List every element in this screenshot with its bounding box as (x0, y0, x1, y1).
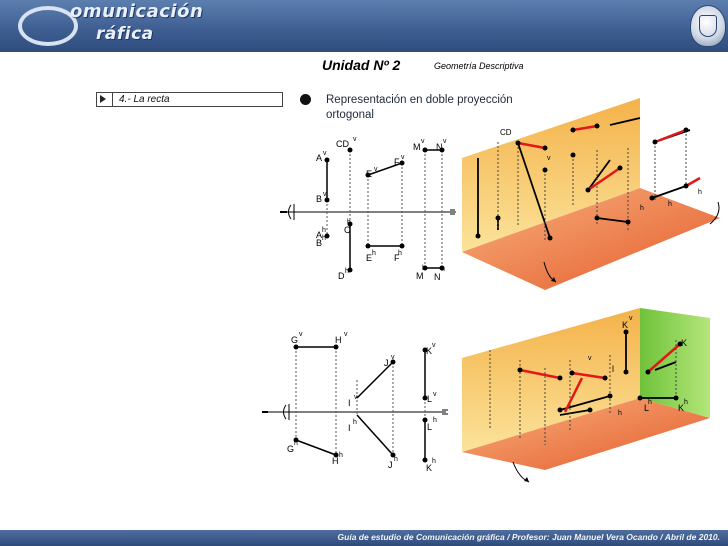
svg-text:v: v (299, 331, 303, 338)
svg-text:v: v (401, 154, 405, 161)
svg-text:F: F (394, 157, 400, 167)
svg-text:h: h (432, 458, 436, 465)
svg-text:v: v (421, 138, 425, 145)
diagram3-epure (262, 346, 448, 460)
svg-text:L: L (427, 394, 432, 404)
svg-text:L: L (644, 403, 649, 413)
svg-text:K: K (622, 320, 628, 330)
svg-text:h: h (698, 189, 702, 196)
svg-text:E: E (366, 253, 372, 263)
svg-text:CD: CD (336, 139, 349, 149)
svg-text:h: h (339, 452, 343, 459)
svg-text:v: v (443, 138, 447, 145)
page-title: Unidad Nº 2 (322, 57, 401, 73)
svg-text:M: M (413, 142, 421, 152)
topic-tab[interactable] (96, 92, 113, 107)
svg-text:h: h (294, 440, 298, 447)
svg-text:h: h (422, 265, 426, 272)
svg-text:K: K (678, 403, 684, 413)
svg-text:H: H (335, 335, 342, 345)
svg-text:K: K (426, 346, 432, 356)
topic-label: 4.- La recta (119, 94, 170, 105)
diagram1-epure (280, 149, 456, 270)
footer-credit: Guía de estudio de Comunicación gráfica … (337, 532, 720, 542)
svg-text:v: v (323, 150, 327, 157)
svg-text:G: G (291, 335, 298, 345)
svg-text:v: v (354, 394, 358, 401)
svg-text:v: v (432, 342, 436, 349)
svg-text:h: h (394, 456, 398, 463)
svg-text:h: h (353, 419, 357, 426)
svg-text:v: v (374, 166, 378, 173)
svg-text:h: h (648, 399, 652, 406)
logo-text-line1: omunicación (70, 1, 204, 22)
svg-text:h: h (433, 417, 437, 424)
svg-text:h: h (322, 235, 326, 242)
red-segments (517, 124, 701, 192)
diagram1-points (324, 147, 445, 273)
svg-text:N: N (434, 272, 441, 282)
svg-text:K: K (426, 463, 432, 473)
svg-text:v: v (433, 391, 437, 398)
svg-text:K: K (681, 338, 687, 348)
svg-text:I: I (348, 398, 351, 408)
logo-text-line2: ráfica (96, 24, 154, 44)
svg-text:l: l (612, 364, 614, 374)
svg-text:C: C (344, 225, 351, 235)
svg-text:v: v (323, 191, 327, 198)
svg-text:J: J (388, 460, 393, 470)
svg-text:E: E (366, 169, 372, 179)
svg-text:M: M (416, 271, 424, 281)
svg-text:H: H (332, 456, 339, 466)
svg-text:h: h (322, 227, 326, 234)
svg-text:v: v (588, 355, 592, 362)
university-seal-icon (690, 5, 726, 47)
svg-text:v: v (547, 155, 551, 162)
svg-text:h: h (372, 250, 376, 257)
svg-text:v: v (391, 354, 395, 361)
svg-text:A: A (316, 230, 322, 240)
svg-text:CD: CD (500, 128, 512, 137)
svg-text:I: I (348, 423, 351, 433)
red-segments-2 (519, 343, 681, 413)
subject-label: Geometría Descriptiva (434, 61, 524, 71)
logo-emblem (18, 6, 78, 46)
svg-text:h: h (640, 205, 644, 212)
svg-text:h: h (398, 250, 402, 257)
svg-text:h: h (618, 410, 622, 417)
diagram4-3d: Kv K Lh Kh v h l (462, 308, 710, 483)
svg-text:v: v (344, 331, 348, 338)
svg-text:h: h (684, 399, 688, 406)
ground-line-symbol (288, 204, 292, 220)
topic-box[interactable] (96, 92, 283, 107)
svg-text:J: J (384, 358, 389, 368)
bullet-icon (300, 94, 311, 105)
svg-text:B: B (316, 238, 322, 248)
footer-banner: Guía de estudio de Comunicación gráfica … (0, 530, 728, 546)
svg-text:B: B (316, 194, 322, 204)
svg-text:h: h (441, 266, 445, 273)
svg-text:v: v (629, 315, 633, 322)
svg-text:N: N (436, 142, 443, 152)
play-triangle-icon[interactable] (100, 95, 106, 103)
svg-text:v: v (353, 136, 357, 143)
diagram2-3d: CD v h h h (462, 98, 720, 290)
svg-text:A: A (316, 153, 322, 163)
svg-text:h: h (347, 219, 351, 226)
description-text: Representación en doble proyección ortog… (326, 94, 513, 121)
svg-text:h: h (668, 201, 672, 208)
header-banner: omunicación ráfica (0, 0, 728, 52)
svg-text:G: G (287, 444, 294, 454)
svg-text:F: F (394, 253, 400, 263)
svg-text:L: L (427, 422, 432, 432)
svg-text:D: D (338, 271, 345, 281)
svg-text:h: h (345, 268, 349, 275)
